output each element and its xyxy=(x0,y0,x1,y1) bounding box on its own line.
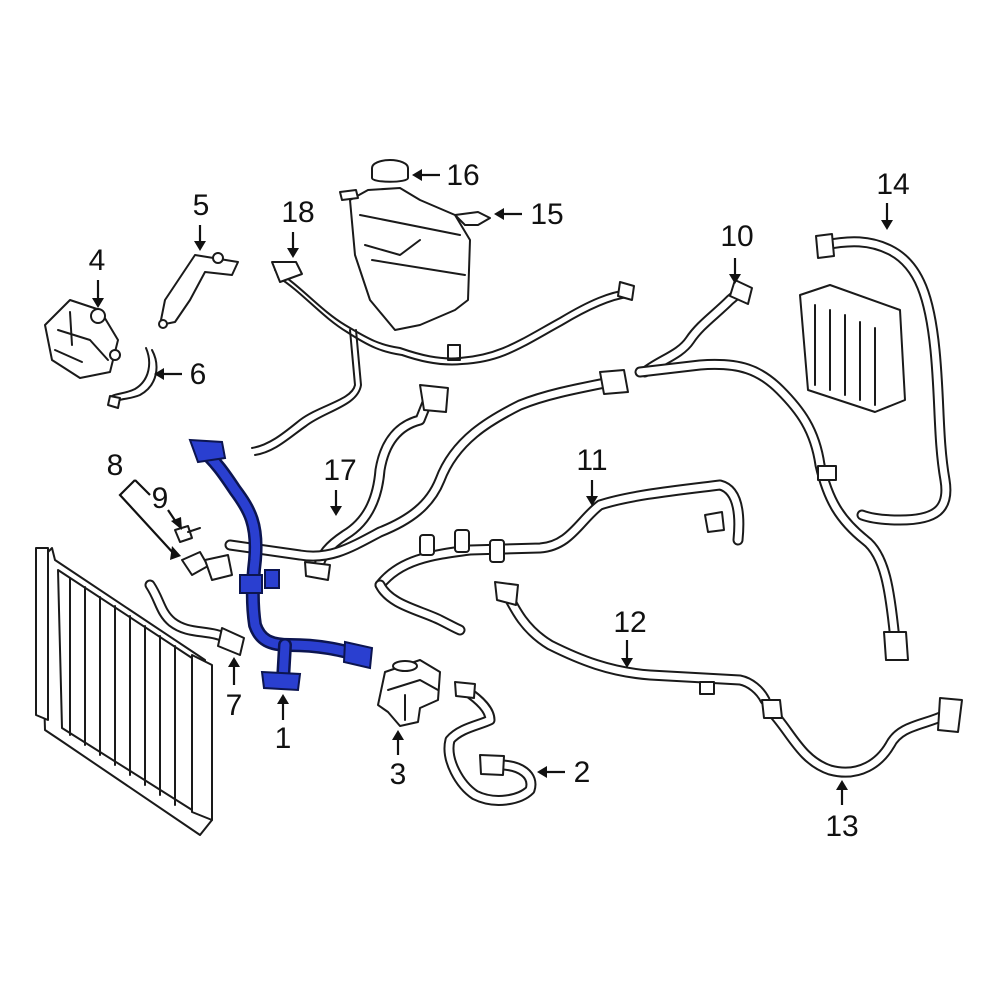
part-1-hose-highlighted xyxy=(188,438,374,692)
part-3-valve xyxy=(377,659,441,727)
callout-6: 6 xyxy=(190,358,207,391)
callout-10: 10 xyxy=(720,220,753,253)
callout-labels: 1 2 3 4 5 6 7 8 9 10 11 12 13 14 15 16 1… xyxy=(89,159,910,843)
callout-9: 9 xyxy=(152,482,169,515)
part-18-bleed-hose xyxy=(251,261,635,456)
callout-13: 13 xyxy=(825,810,858,843)
callout-14: 14 xyxy=(876,168,909,201)
callout-5: 5 xyxy=(193,189,210,222)
part-2-hose xyxy=(443,681,537,806)
callout-arrows xyxy=(92,169,893,805)
part-12-hose xyxy=(494,581,771,706)
part-14-hose xyxy=(815,233,952,526)
part-10-hose xyxy=(639,279,753,378)
part-9-fitting xyxy=(174,525,201,543)
part-5-bracket xyxy=(158,252,239,329)
part-4-water-pump xyxy=(44,299,121,379)
callout-3: 3 xyxy=(390,758,407,791)
part-14-module xyxy=(799,284,906,413)
callout-1: 1 xyxy=(275,722,292,755)
upper-coolant-hose xyxy=(224,369,629,562)
callout-15: 15 xyxy=(530,198,563,231)
callout-11: 11 xyxy=(576,444,607,477)
callout-17: 17 xyxy=(323,454,356,487)
right-lower-hose xyxy=(634,358,909,661)
part-13-hose xyxy=(761,697,963,778)
callout-8: 8 xyxy=(107,449,124,482)
part-8-fitting xyxy=(181,551,233,581)
callout-4: 4 xyxy=(89,244,106,277)
callout-16: 16 xyxy=(446,159,479,192)
callout-18: 18 xyxy=(281,196,314,229)
callout-7: 7 xyxy=(226,689,243,722)
radiator xyxy=(35,547,213,836)
part-11-hose xyxy=(374,479,745,636)
part-6-clamp xyxy=(107,347,158,409)
part-15-reservoir xyxy=(339,187,491,361)
part-17-hose xyxy=(304,384,449,581)
part-16-cap xyxy=(371,159,409,183)
callout-12: 12 xyxy=(613,606,646,639)
callout-2: 2 xyxy=(574,756,591,789)
part-7-hose xyxy=(144,579,245,656)
